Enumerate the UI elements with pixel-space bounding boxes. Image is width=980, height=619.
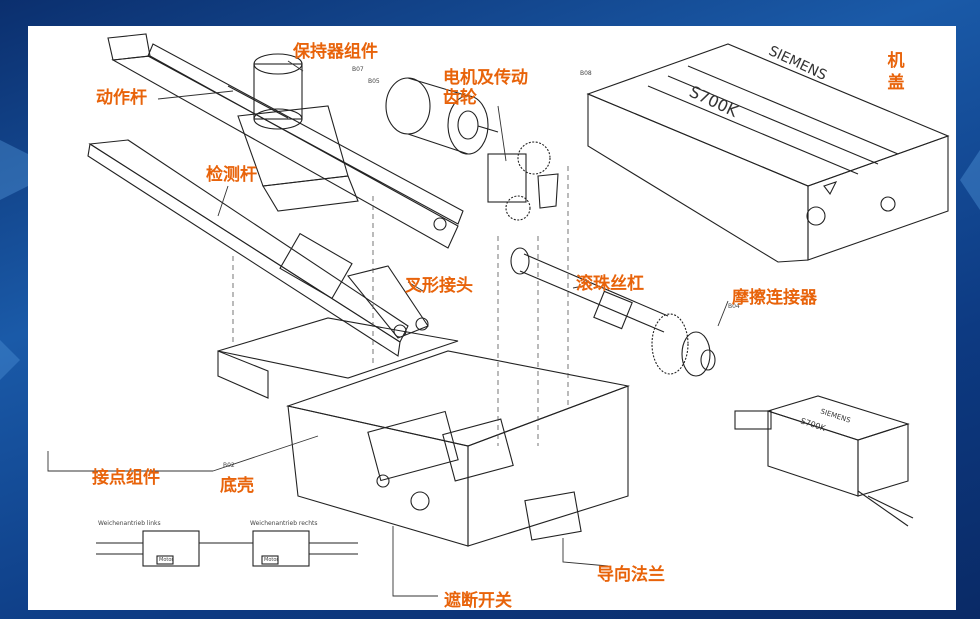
ball-screw-drawing (510, 247, 669, 333)
code-motor: B05 (368, 78, 380, 85)
label-friction-connector: 摩擦连接器 (732, 288, 817, 308)
label-base-housing: 底壳 (220, 476, 254, 496)
code-holder: B07 (352, 66, 364, 73)
inset-right-box-text: Motor (264, 557, 279, 563)
inset-right-drawing (228, 530, 358, 567)
motor-drawing (385, 77, 499, 155)
code-base: B02 (223, 462, 235, 469)
label-guide-flange: 导向法兰 (597, 565, 665, 585)
code-friction: B04 (728, 303, 740, 310)
inset-left-box-text: Motor (159, 557, 174, 563)
detection-rod-drawing (87, 139, 409, 357)
cover-model-text: S700K (686, 82, 741, 121)
action-rod-drawing (107, 33, 464, 249)
label-contact-assembly: 接点组件 (92, 468, 160, 488)
label-fork-joint: 叉形接头 (405, 276, 473, 296)
inset-left-drawing (96, 530, 238, 567)
label-ball-screw: 滚珠丝杠 (576, 274, 644, 294)
holder-assembly-drawing (237, 53, 359, 212)
friction-connector-drawing (651, 313, 716, 377)
code-cover: B08 (580, 70, 592, 77)
leader-lines (47, 60, 729, 597)
gear-drawing (487, 141, 559, 221)
inset-left-caption: Weichenantrieb links (98, 520, 161, 527)
mini-model-text: S700K (799, 416, 827, 433)
label-cutoff-switch: 遮断开关 (444, 591, 512, 611)
exploded-view-drawing: SIEMENS S700K (47, 33, 950, 597)
label-action-rod: 动作杆 (96, 88, 147, 108)
inset-right-caption: Weichenantrieb rechts (250, 520, 318, 527)
base-housing-drawing (217, 317, 631, 547)
label-holder-assembly: 保持器组件 (293, 42, 378, 62)
label-detection-rod: 检测杆 (206, 165, 257, 185)
assembled-unit-drawing: SIEMENS S700K (734, 395, 914, 527)
guide-lines (232, 166, 569, 446)
label-motor-gear: 电机及传动齿轮 (443, 68, 528, 108)
fork-joint-drawing (347, 265, 429, 339)
label-cover: 机盖 (887, 51, 905, 93)
mini-brand-text: SIEMENS (819, 407, 852, 424)
diagram-panel: SIEMENS S700K (28, 26, 956, 610)
